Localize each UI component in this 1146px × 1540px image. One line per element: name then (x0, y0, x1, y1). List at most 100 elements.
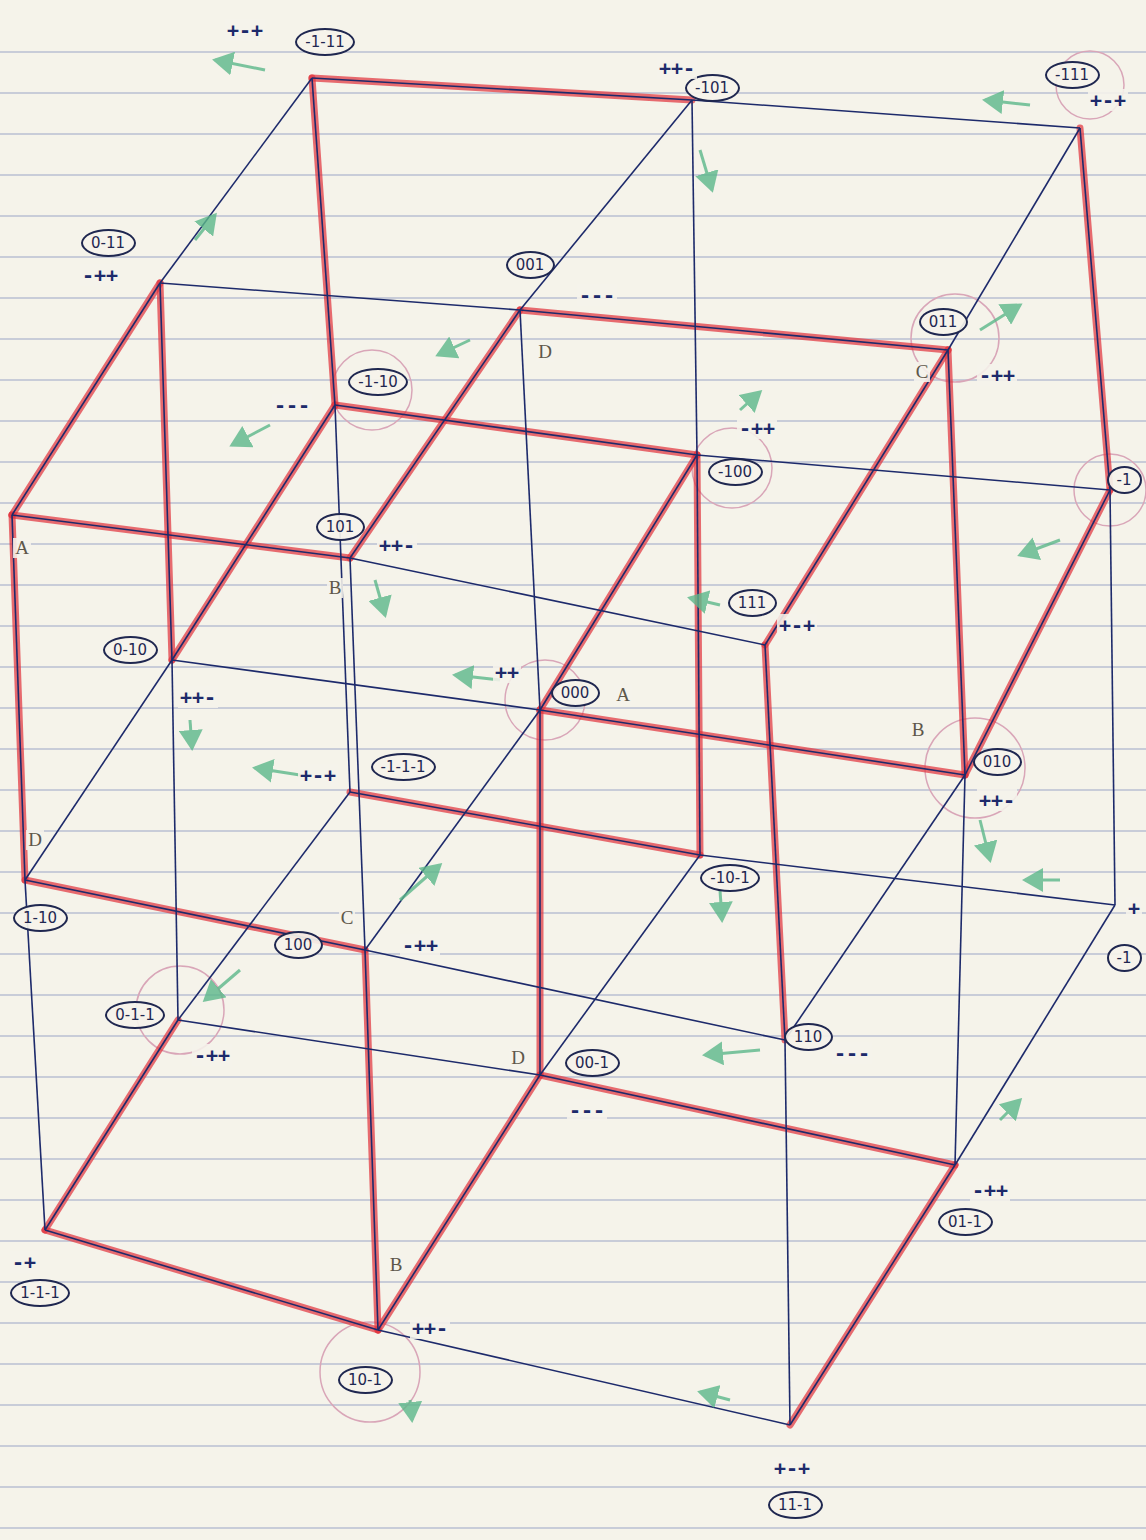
lattice-line (312, 78, 692, 100)
lattice-line (378, 1330, 790, 1425)
green-arrow (410, 1400, 412, 1420)
sign-triple: + (1126, 897, 1142, 919)
lattice-line (335, 405, 697, 455)
green-arrow (195, 215, 215, 240)
green-arrow (1000, 1100, 1020, 1120)
coordinate-label: -1-1-1 (381, 758, 426, 776)
green-arrow (705, 1050, 760, 1055)
coordinate-oval: 001 (506, 251, 555, 279)
lattice-line (785, 1040, 790, 1425)
green-arrow (375, 580, 385, 615)
red-pencil-line (350, 310, 520, 558)
lattice-line (965, 490, 1110, 775)
sign-triple: -++ (737, 417, 777, 439)
lattice-line (1110, 490, 1115, 905)
green-arrow (700, 150, 712, 190)
coordinate-oval: 11-1 (768, 1491, 823, 1519)
coordinate-oval: -1 (1107, 466, 1142, 494)
red-pencil-line (540, 455, 697, 710)
coordinate-oval: 00-1 (565, 1049, 620, 1077)
coordinate-oval: 010 (973, 748, 1022, 776)
coordinate-label: -111 (1055, 66, 1089, 84)
coordinate-label: -1-10 (358, 373, 397, 391)
lattice-line (1080, 128, 1110, 490)
green-arrow (700, 1392, 730, 1400)
red-pencil-line (697, 455, 700, 855)
coordinate-label: -1-11 (305, 33, 344, 51)
red-pencil-line (312, 78, 692, 100)
coordinate-label: 0-10 (113, 641, 147, 659)
red-pencil-line (520, 310, 948, 350)
sign-triple: -++ (400, 934, 440, 956)
green-arrow (1020, 540, 1060, 555)
coordinate-label: 000 (561, 684, 590, 702)
sign-triple: -++ (192, 1044, 232, 1066)
coordinate-label: 110 (794, 1028, 823, 1046)
lattice-line (955, 905, 1115, 1165)
lattice-line (178, 1020, 540, 1075)
pencil-circles (136, 51, 1146, 1422)
sign-triple: ++- (377, 534, 417, 556)
lattice-line (700, 855, 1115, 905)
sign-triple: +-+ (777, 614, 817, 636)
sign-triple: -++ (977, 364, 1017, 386)
red-pencil-line (540, 710, 965, 775)
red-highlight-lines (12, 78, 1110, 1425)
green-arrow (980, 305, 1020, 330)
lattice-line (955, 775, 965, 1165)
coordinate-oval: 1-1-1 (10, 1279, 70, 1307)
coordinate-label: 0-1-1 (115, 1006, 154, 1024)
lattice-line (350, 792, 700, 855)
green-arrow (215, 60, 265, 70)
red-pencil-line (350, 792, 700, 855)
green-arrow (985, 100, 1030, 105)
sign-triple: +-+ (298, 764, 338, 786)
lattice-line (540, 855, 700, 1075)
red-pencil-line (378, 1075, 540, 1330)
sign-triple: ++- (178, 686, 218, 708)
coordinate-oval: -1-10 (348, 368, 408, 396)
green-arrow (438, 340, 470, 355)
red-pencil-line (12, 283, 160, 515)
lattice-line (765, 350, 948, 645)
sign-triple: ++- (977, 789, 1017, 811)
vertex-letter: B (388, 1255, 405, 1276)
coordinate-oval: 000 (551, 679, 600, 707)
sign-triple: ++- (657, 57, 697, 79)
lattice-line (697, 455, 700, 855)
lattice-line (697, 455, 1110, 490)
coordinate-oval: 10-1 (338, 1366, 393, 1394)
lattice-line (692, 100, 1080, 128)
sign-triple: --- (577, 284, 617, 306)
lattice-line (335, 405, 350, 792)
lattice-line (25, 660, 172, 880)
red-pencil-line (540, 1075, 955, 1165)
green-arrow (740, 392, 760, 410)
red-pencil-line (765, 350, 948, 645)
red-pencil-line (335, 405, 697, 455)
coordinate-oval: 110 (784, 1023, 833, 1051)
lattice-line (948, 350, 965, 775)
sign-triple: +-+ (1088, 89, 1128, 111)
vertex-letter: B (910, 720, 927, 741)
lattice-line (948, 128, 1080, 350)
lattice-line (520, 100, 692, 310)
sign-triple: ++- (410, 1317, 450, 1339)
coordinate-label: 11-1 (778, 1496, 812, 1514)
vertex-letter: D (26, 830, 44, 851)
lattice-line (172, 660, 540, 710)
coordinate-label: -1 (1117, 949, 1132, 967)
pencil-circle (692, 428, 772, 508)
lattice-line (12, 515, 25, 880)
red-pencil-line (965, 490, 1110, 775)
coordinate-label: 101 (326, 518, 355, 536)
lattice-line (12, 515, 350, 558)
red-pencil-line (172, 405, 335, 660)
sign-triple: --- (832, 1042, 872, 1064)
coordinate-oval: 1-10 (13, 904, 68, 932)
coordinate-label: -101 (695, 79, 729, 97)
sign-triple: --- (272, 394, 312, 416)
red-pencil-line (45, 1230, 378, 1330)
green-arrow (205, 970, 240, 1000)
